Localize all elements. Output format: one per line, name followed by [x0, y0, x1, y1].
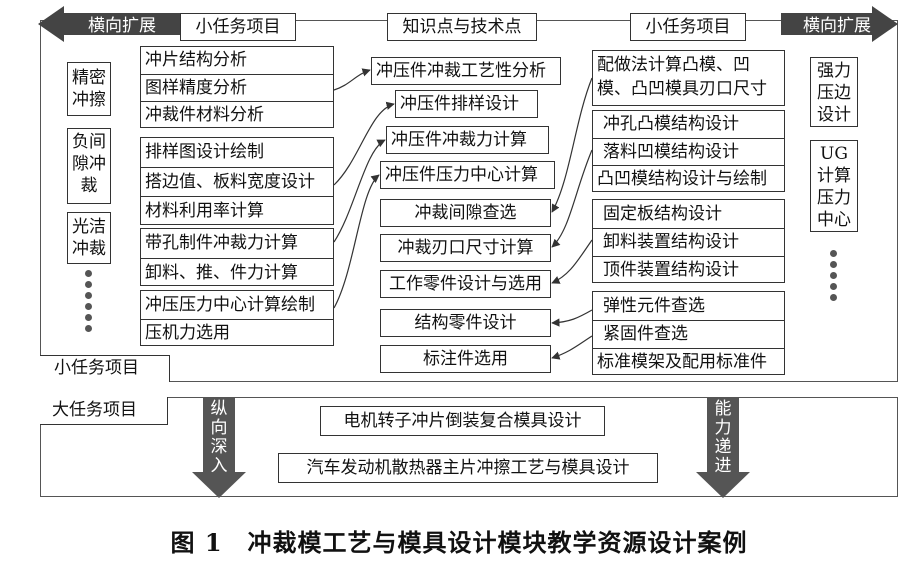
task-item: 冲压压力中心计算绘制 [145, 295, 315, 315]
connector [333, 68, 371, 91]
right-group-structure: 固定板结构设计 卸料装置结构设计 顶件装置结构设计 [592, 199, 785, 283]
knowledge-item: 标注件选用 [380, 345, 551, 373]
task-item: 搭边值、板料宽度设计 [141, 167, 333, 196]
left-group-center: 冲压压力中心计算绘制 压机力选用 [140, 290, 334, 346]
right-group-standard: 弹性元件查选 紧固件查选 标准模架及配用标准件 [592, 291, 785, 375]
task-item: 材料利用率计算 [141, 196, 333, 226]
knowledge-item: 冲裁刃口尺寸计算 [380, 234, 551, 262]
connector [551, 335, 593, 360]
task-item: 卸料、推、件力计算 [141, 258, 333, 287]
right-down-arrow [696, 398, 750, 498]
big-task-label: 大任务项目 [40, 397, 168, 425]
right-expand-arrow [781, 6, 898, 42]
task-item: 冲片结构分析 [145, 50, 247, 70]
figure-caption: 图 1 冲裁模工艺与模具设计模块教学资源设计案例 [170, 528, 748, 557]
right-side-item: UG计算压力中心 [810, 140, 858, 232]
right-group-die-design: 冲孔凸模结构设计 落料凹模结构设计 凸凹模结构设计与绘制 [592, 110, 785, 192]
right-side-item: 强力压边设计 [810, 57, 858, 127]
left-arrow-label: 纵向深入 [210, 399, 228, 476]
connector [551, 309, 593, 327]
knowledge-header: 知识点与技术点 [387, 13, 537, 41]
left-down-arrow [192, 398, 246, 498]
task-item: 顶件装置结构设计 [593, 256, 784, 284]
left-expand-label: 横向扩展 [88, 16, 156, 36]
connector [551, 149, 593, 248]
knowledge-item: 冲压件排样设计 [395, 90, 538, 118]
big-task-frame [40, 397, 898, 497]
task-item: 冲孔凸模结构设计 [603, 114, 739, 134]
right-small-task-header: 小任务项目 [630, 13, 746, 41]
left-group-analysis: 冲片结构分析 图样精度分析 冲裁件材料分析 [140, 46, 334, 128]
task-item: 标准模架及配用标准件 [593, 348, 784, 376]
knowledge-item: 冲裁间隙查选 [380, 199, 551, 227]
horizontal-expand-arrows [38, 6, 898, 42]
knowledge-item: 工作零件设计与选用 [380, 270, 551, 298]
task-item: 紧固件查选 [593, 320, 784, 348]
task-item: 图样精度分析 [141, 74, 333, 101]
task-item: 排样图设计绘制 [145, 142, 264, 162]
task-item: 卸料装置结构设计 [593, 228, 784, 256]
knowledge-item: 结构零件设计 [380, 309, 551, 337]
left-group-layout: 排样图设计绘制 搭边值、板料宽度设计 材料利用率计算 [140, 137, 334, 225]
task-item: 固定板结构设计 [603, 204, 722, 224]
left-small-task-header: 小任务项目 [180, 13, 296, 41]
connector [333, 139, 386, 243]
connector-lines [333, 68, 593, 360]
small-task-label: 小任务项目 [40, 355, 170, 382]
task-item: 落料凹模结构设计 [593, 138, 784, 165]
right-expand-label: 横向扩展 [803, 16, 871, 36]
connector [551, 239, 593, 284]
left-side-item: 光洁冲裁 [67, 212, 111, 264]
left-side-item: 精密冲擦 [67, 62, 111, 116]
knowledge-item: 冲压件冲裁力计算 [386, 126, 549, 154]
task-item: 凸凹模结构设计与绘制 [593, 165, 784, 193]
connector [333, 174, 380, 309]
big-task-item: 电机转子冲片倒装复合模具设计 [320, 406, 605, 436]
connector [551, 77, 593, 213]
left-group-force: 带孔制件冲裁力计算 卸料、推、件力计算 [140, 228, 334, 286]
left-expand-arrow [38, 6, 186, 42]
big-task-item: 汽车发动机散热器主片冲擦工艺与模具设计 [278, 453, 658, 483]
knowledge-item: 冲压件冲裁工艺性分析 [371, 57, 561, 85]
knowledge-item: 冲压件压力中心计算 [380, 161, 555, 189]
task-item: 配做法计算凸模、凹模、凸凹模具刃口尺寸 [597, 55, 767, 99]
right-group-edge-size: 配做法计算凸模、凹模、凸凹模具刃口尺寸 [592, 50, 785, 106]
task-item: 冲裁件材料分析 [141, 101, 333, 129]
vertical-arrows [192, 398, 750, 498]
task-item: 带孔制件冲裁力计算 [145, 233, 298, 253]
task-item: 压机力选用 [141, 319, 333, 347]
right-arrow-label: 能力递进 [714, 399, 732, 476]
task-item: 弹性元件查选 [603, 296, 705, 316]
right-ellipsis-dots [830, 250, 838, 305]
left-ellipsis-dots [85, 270, 93, 336]
left-side-item: 负间隙冲裁 [67, 128, 111, 204]
connector [333, 101, 395, 186]
